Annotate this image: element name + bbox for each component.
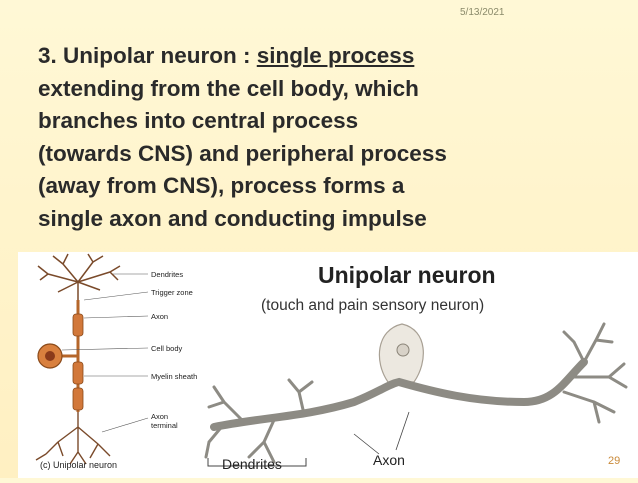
figure-caption: (c) Unipolar neuron xyxy=(40,460,118,470)
label-axon-terminal-1: Axon xyxy=(151,412,169,421)
label-dendrites: Dendrites xyxy=(151,270,184,279)
heading-underlined: single process xyxy=(256,43,415,68)
text-line-5: (away from CNS), process forms a xyxy=(38,173,405,198)
text-line-1: 3. Unipolar neuron : single process xyxy=(38,40,598,73)
slide-date: 5/13/2021 xyxy=(460,7,505,18)
text-line-6: single axon and conducting impulse xyxy=(38,205,427,231)
label-axon-terminal-2: terminal xyxy=(151,421,178,430)
text-line-2: extending from the cell body, which xyxy=(38,75,419,101)
page-number: 29 xyxy=(608,455,621,467)
heading-prefix: 3. Unipolar neuron : xyxy=(38,43,257,68)
illustration-label-axon: Axon xyxy=(373,452,405,468)
diagram-drawing xyxy=(35,253,149,465)
label-axon: Axon xyxy=(151,312,169,321)
label-trigger-zone: Trigger zone xyxy=(151,288,193,297)
label-cell-body: Cell body xyxy=(151,344,183,353)
illustration-subtitle: (touch and pain sensory neuron) xyxy=(261,297,485,314)
illustration-drawing xyxy=(204,322,628,467)
label-myelin-sheath: Myelin sheath xyxy=(151,372,198,381)
unipolar-neuron-illustration: Unipolar neuron (touch and pain sensory … xyxy=(204,252,638,478)
unipolar-neuron-diagram: Dendrites Trigger zone Axon Cell body My… xyxy=(18,252,214,478)
text-line-3: branches into central process xyxy=(38,108,359,133)
illustration-label-dendrites: Dendrites xyxy=(222,456,282,472)
slide-body-text: 3. Unipolar neuron : single process exte… xyxy=(38,40,598,235)
illustration-title: Unipolar neuron xyxy=(318,262,496,288)
text-line-4: (towards CNS) and peripheral process xyxy=(38,140,447,166)
